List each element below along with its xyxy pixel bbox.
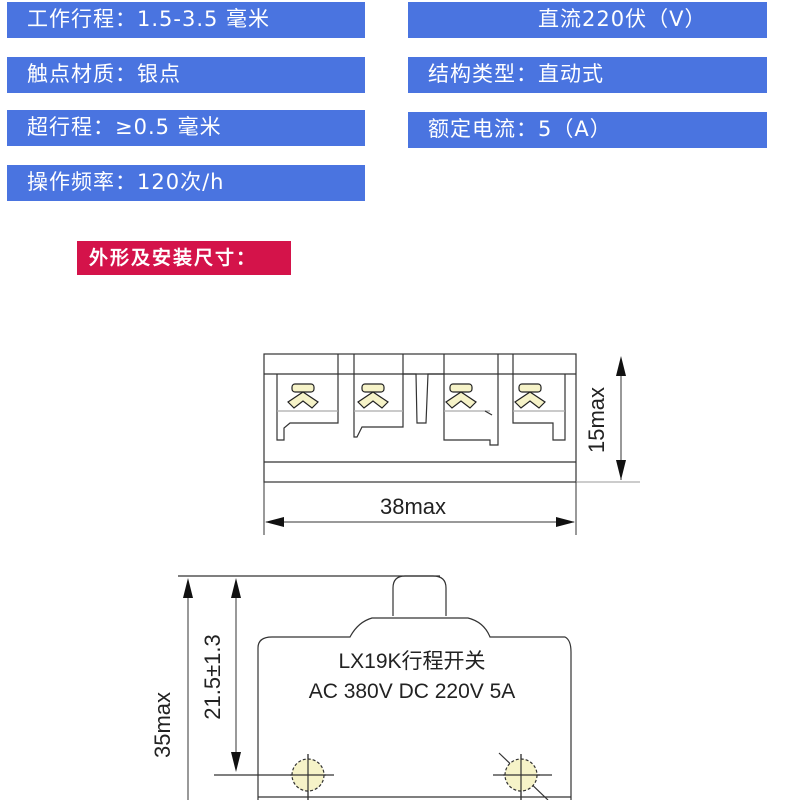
- mounting-hole-icons: [291, 758, 538, 792]
- product-model-label: LX19K行程开关: [338, 650, 485, 673]
- spec-working-stroke: 工作行程：1.5-3.5 毫米: [7, 2, 365, 38]
- spec-dc-voltage: 直流220伏（V）: [408, 2, 767, 38]
- spec-operating-frequency: 操作频率：120次/h: [7, 165, 365, 201]
- spec-contact-material: 触点材质：银点: [7, 57, 365, 93]
- height-dimension-label: 15max: [584, 387, 609, 453]
- product-rating-label: AC 380V DC 220V 5A: [309, 680, 516, 703]
- spec-over-travel: 超行程：≥0.5 毫米: [7, 110, 365, 146]
- section-header-dimensions: 外形及安装尺寸：: [77, 241, 291, 275]
- partial-height-label: 21.5±1.3: [200, 634, 225, 719]
- total-height-label: 35max: [150, 692, 175, 758]
- spec-rated-current: 额定电流：5（A）: [408, 112, 767, 148]
- spec-structure-type: 结构类型：直动式: [408, 57, 767, 93]
- width-dimension-label: 38max: [380, 494, 446, 519]
- terminal-screw-icons: [287, 383, 546, 409]
